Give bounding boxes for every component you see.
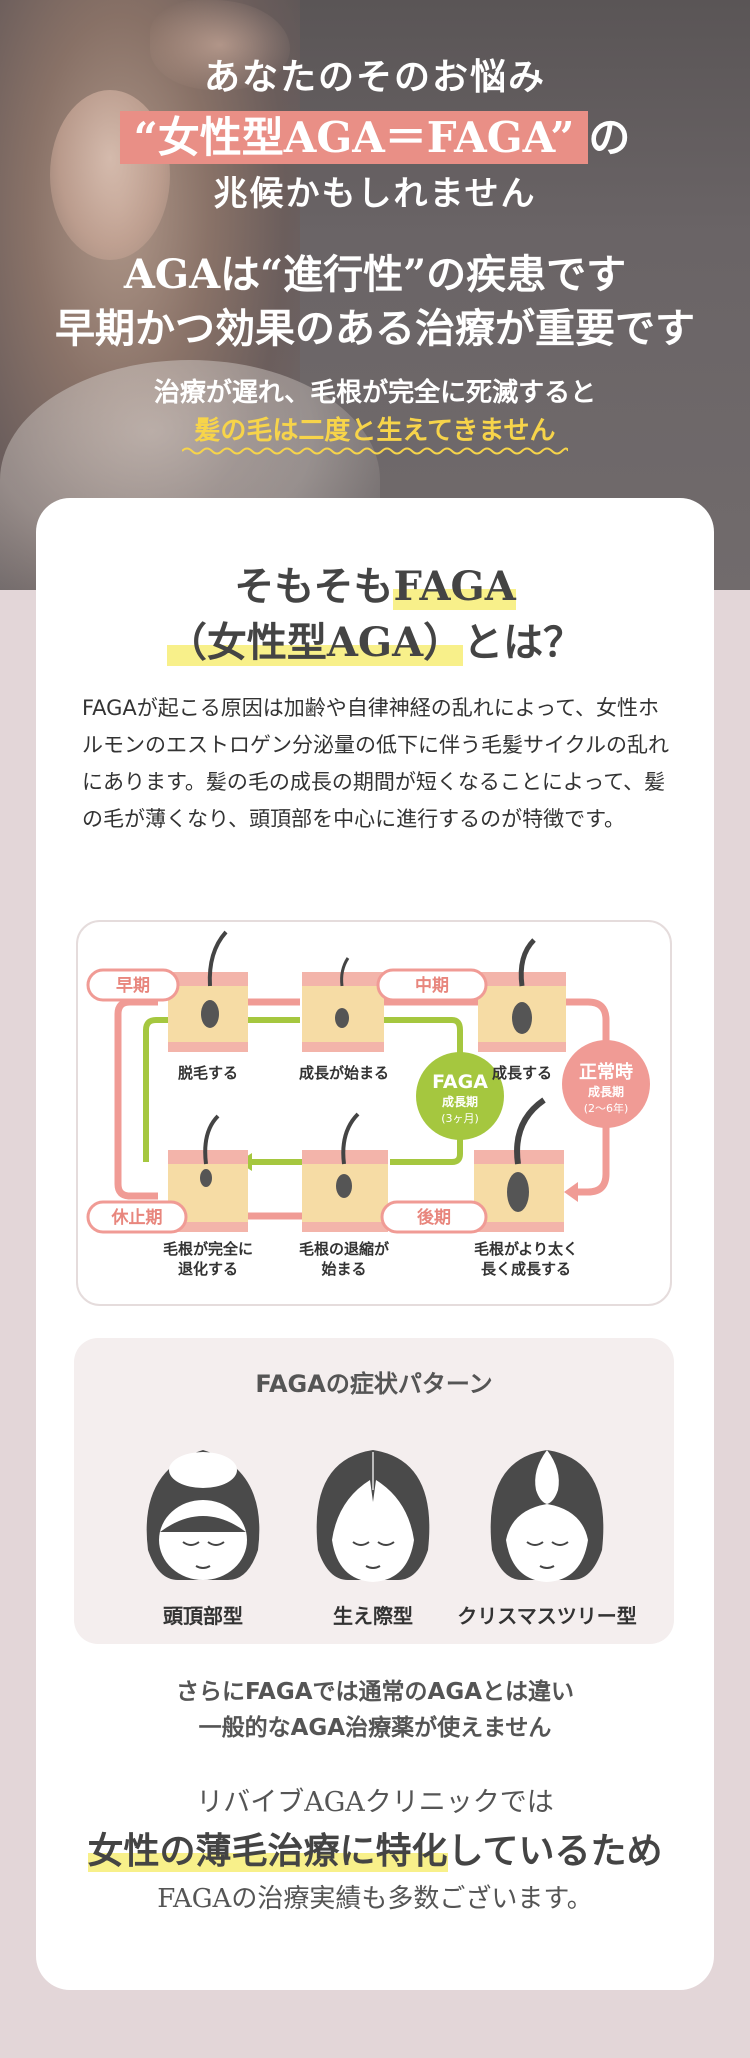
svg-text:成長期: 成長期 [442, 1094, 478, 1109]
symptom-label-crown: 頭頂部型 [163, 1604, 243, 1628]
svg-text:中期: 中期 [415, 975, 449, 996]
hero-line7: 髪の毛は二度と生えてきません [194, 416, 556, 446]
symptom-label-christmas-tree: クリスマスツリー型 [457, 1604, 637, 1628]
label-shrink-1: 毛根の退縮が [299, 1240, 390, 1258]
clinic-line3: FAGAの治療実績も多数ございます。 [157, 1884, 593, 1914]
hero-line1: あなたのそのお悩み [203, 56, 546, 98]
label-start: 成長が始まる [299, 1064, 389, 1082]
label-grow: 成長する [492, 1064, 552, 1082]
symptom-crown [128, 1430, 278, 1594]
title-marked: FAGA [393, 563, 516, 610]
hero-photo-hand [150, 0, 290, 90]
title2-suffix: とは？ [463, 619, 584, 666]
svg-text:正常時: 正常時 [579, 1061, 633, 1083]
label-shed: 脱毛する [178, 1064, 238, 1082]
symptom-hairline [298, 1430, 448, 1594]
svg-text:(2〜6年): (2〜6年) [584, 1101, 629, 1115]
svg-text:FAGA: FAGA [432, 1071, 488, 1093]
label-complete-1: 毛根が完全に [163, 1240, 253, 1258]
hero-line3: 兆候かもしれません [213, 174, 537, 214]
symptom-title: FAGAの症状パターン [255, 1370, 493, 1398]
clinic-marked: 女性の薄毛治療に特化 [87, 1830, 448, 1872]
hero-highlight: “女性型AGA＝FAGA” [119, 111, 589, 164]
normal-growth-badge: 正常時 成長期 (2〜6年) [562, 1040, 650, 1128]
hero-line2: “女性型AGA＝FAGA”の [0, 104, 750, 165]
svg-text:後期: 後期 [417, 1207, 451, 1228]
note-line2: 一般的なAGA治療薬が使えません [198, 1715, 552, 1741]
hair-follicle-middle [478, 938, 566, 1052]
hairline-thinning-icon [316, 1450, 430, 1582]
hair-follicle-shrink [302, 1112, 388, 1232]
note-line1: さらにFAGAでは通常のAGAとは違い [175, 1679, 575, 1705]
hair-cycle-svg: 早期 中期 休止期 後期 FAGA 成長期 (3ヶ月) [86, 930, 650, 1278]
label-thick-2: 長く成長する [481, 1260, 571, 1278]
clinic-line1: リバイブAGAクリニックでは [196, 1787, 554, 1818]
tag-rest: 休止期 [86, 1200, 188, 1234]
tag-late: 後期 [380, 1200, 488, 1234]
christmas-tree-thinning-icon [490, 1450, 604, 1582]
label-thick-1: 毛根がより太く [474, 1240, 578, 1258]
svg-text:早期: 早期 [116, 976, 150, 996]
faga-info-card: そもそもFAGA （女性型AGA）とは？ FAGAが起こる原因は加齢や自律神経の… [36, 498, 714, 1990]
hair-follicle-start [302, 957, 384, 1052]
clinic-line2-suffix: しているため [447, 1830, 663, 1872]
cycle-right-arrow-top [566, 998, 610, 1042]
tag-early: 早期 [86, 968, 180, 1002]
hero-line2-suffix: の [588, 113, 631, 162]
hair-follicle-early [168, 930, 248, 1052]
svg-text:休止期: 休止期 [111, 1207, 163, 1228]
faga-growth-badge: FAGA 成長期 (3ヶ月) [416, 1052, 504, 1140]
section-title-line2: （女性型AGA）とは？ [36, 610, 714, 668]
cycle-right-arrowhead [564, 1182, 578, 1202]
hero-section: あなたのそのお悩み “女性型AGA＝FAGA”の 兆候かもしれません AGAは“… [0, 0, 750, 590]
faga-symptom-patterns: FAGAの症状パターン 頭頂部型 生え際型 [74, 1338, 674, 1644]
symptom-label-hairline: 生え際型 [333, 1604, 413, 1628]
section-title-line1: そもそもFAGA [36, 554, 714, 612]
clinic-line2: 女性の薄毛治療に特化しているため [36, 1822, 714, 1874]
tag-middle: 中期 [376, 968, 488, 1002]
svg-text:成長期: 成長期 [588, 1084, 624, 1099]
crown-thinning-icon [146, 1450, 260, 1580]
faga-left-arrow [143, 1017, 168, 1162]
svg-text:(3ヶ月): (3ヶ月) [441, 1112, 479, 1125]
hair-follicle-late [474, 1097, 564, 1232]
symptom-christmas-tree [472, 1430, 622, 1594]
faga-right-arrow-top [384, 1017, 463, 1062]
hero-line6: 治療が遅れ、毛根が完全に死滅すると [153, 378, 597, 408]
hero-line4: AGAは“進行性”の疾患です [123, 251, 627, 298]
title2-marked: （女性型AGA） [166, 619, 464, 666]
faga-right-arrow-bottom [390, 1128, 463, 1165]
faga-description: FAGAが起こる原因は加齢や自律神経の乱れによって、女性ホルモンのエストロゲン分… [82, 696, 669, 831]
cycle-right-arrow-bottom [574, 1122, 610, 1196]
label-complete-2: 退化する [178, 1260, 238, 1278]
wavy-underline [182, 447, 568, 455]
cycle-left-arrow [114, 998, 158, 1200]
hero-line5: 早期かつ効果のある治療が重要です [55, 305, 695, 352]
label-shrink-2: 始まる [321, 1260, 366, 1278]
title-prefix: そもそも [234, 563, 394, 610]
hair-cycle-diagram: 早期 中期 休止期 後期 FAGA 成長期 (3ヶ月) [76, 920, 672, 1306]
